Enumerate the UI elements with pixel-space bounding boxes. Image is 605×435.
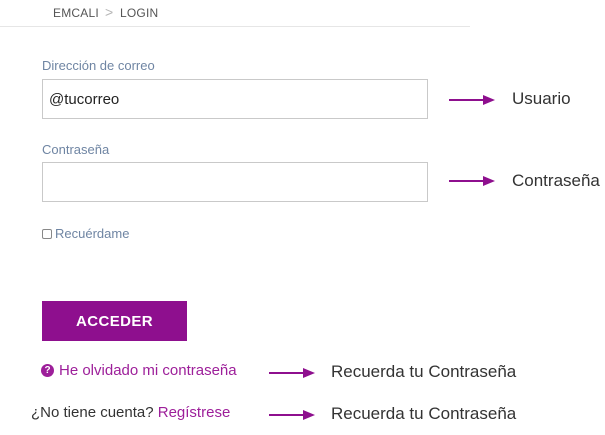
annotation-user: Usuario	[512, 89, 571, 108]
annotation-register: Recuerda tu Contraseña	[331, 404, 517, 423]
submit-button[interactable]: ACCEDER	[42, 301, 187, 341]
arrow-right-icon	[269, 409, 315, 421]
remember-me[interactable]: Recuérdame	[42, 226, 129, 241]
email-input[interactable]	[42, 79, 428, 119]
breadcrumb: EMCALI > LOGIN	[0, 0, 470, 27]
breadcrumb-home-link[interactable]: EMCALI	[53, 6, 99, 20]
annotation-forgot: Recuerda tu Contraseña	[331, 362, 517, 381]
no-account-text: ¿No tiene cuenta?	[31, 404, 154, 421]
arrow-right-icon	[269, 367, 315, 379]
register-row: ¿No tiene cuenta? Regístrese	[31, 404, 230, 421]
breadcrumb-current: LOGIN	[120, 6, 159, 20]
annotation-password: Contraseña	[512, 171, 600, 190]
email-label: Dirección de correo	[42, 58, 155, 73]
register-link[interactable]: Regístrese	[157, 404, 231, 421]
forgot-password-label: He olvidado mi contraseña	[59, 362, 237, 379]
forgot-password-link[interactable]: ? He olvidado mi contraseña	[41, 362, 237, 379]
remember-checkbox[interactable]	[42, 228, 52, 239]
arrow-right-icon	[449, 94, 495, 106]
remember-label: Recuérdame	[55, 226, 130, 241]
question-circle-icon: ?	[41, 364, 54, 377]
password-label: Contraseña	[42, 142, 110, 157]
password-input[interactable]	[42, 162, 428, 202]
arrow-right-icon	[449, 175, 495, 187]
chevron-right-icon: >	[105, 4, 114, 20]
